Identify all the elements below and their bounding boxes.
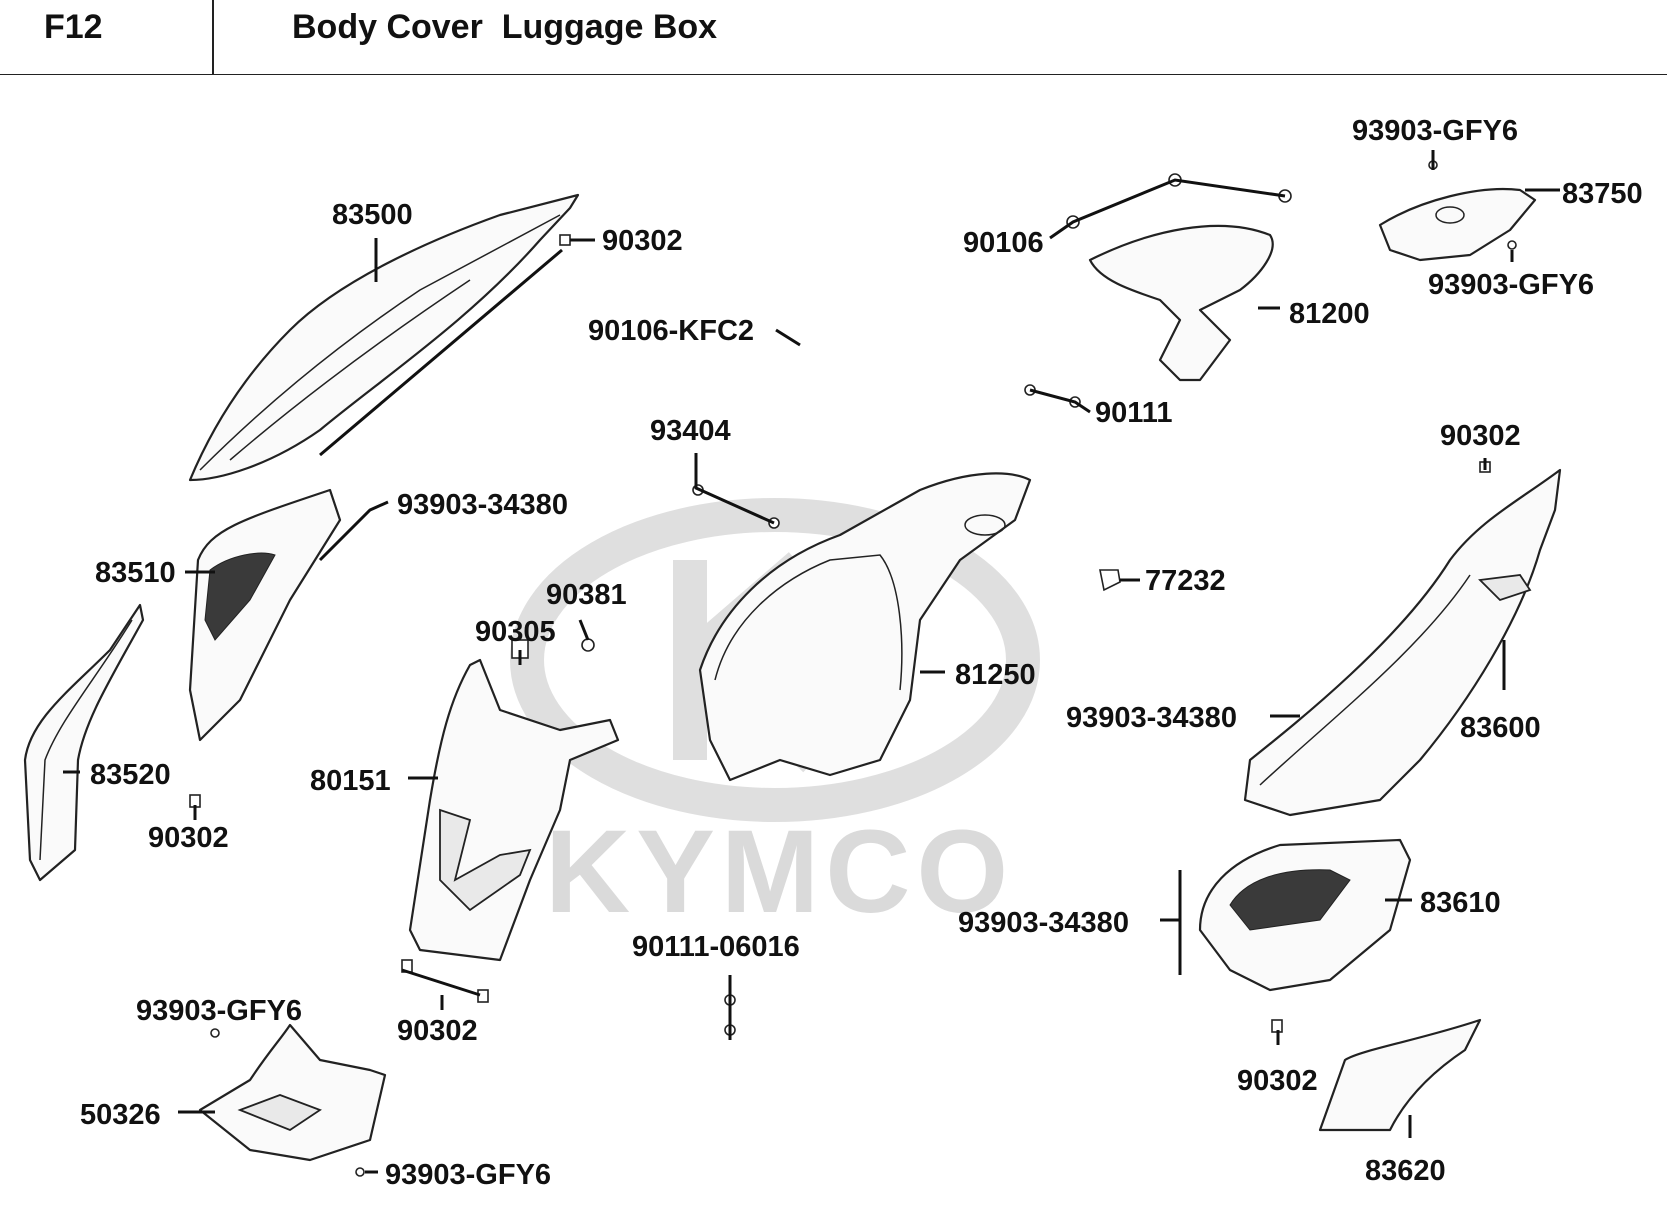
part-81200-carrier <box>1088 224 1274 382</box>
label-93903-gfy6-d: 93903-GFY6 <box>1428 269 1594 301</box>
label-90302-b: 90302 <box>148 822 229 854</box>
label-81200: 81200 <box>1289 298 1370 330</box>
label-81250: 81250 <box>955 659 1036 691</box>
page-title: Body Cover Luggage Box <box>292 8 718 46</box>
label-90381: 90381 <box>546 579 627 611</box>
label-50326: 50326 <box>80 1099 161 1131</box>
kymco-watermark: KYMCO <box>510 498 1040 938</box>
part-50326-cover <box>198 1023 387 1162</box>
header-divider <box>212 0 214 74</box>
leader-lines <box>63 150 1560 1174</box>
label-83750: 83750 <box>1562 178 1643 210</box>
label-90302-d: 90302 <box>1440 420 1521 452</box>
label-90111: 90111 <box>1095 397 1172 429</box>
hardware-fasteners <box>189 160 1517 1177</box>
label-90302-a: 90302 <box>602 225 683 257</box>
label-93903-gfy6-c: 93903-GFY6 <box>1352 115 1518 147</box>
label-83610: 83610 <box>1420 887 1501 919</box>
part-83620-strip <box>1318 1018 1482 1132</box>
label-93903-34380-c: 93903-34380 <box>958 907 1129 939</box>
label-90302-e: 90302 <box>1237 1065 1318 1097</box>
label-80151: 80151 <box>310 765 391 797</box>
label-93903-34380-a: 93903-34380 <box>397 489 568 521</box>
page-header: F12 Body Cover Luggage Box <box>0 0 1667 75</box>
part-83520-strip <box>23 603 145 882</box>
label-83600: 83600 <box>1460 712 1541 744</box>
part-83610-panel <box>1198 838 1412 992</box>
label-83620: 83620 <box>1365 1155 1446 1187</box>
part-83750-cover <box>1378 187 1537 262</box>
label-90111-06016: 90111-06016 <box>632 931 800 963</box>
figure-code: F12 <box>44 8 103 46</box>
label-93903-34380-b: 93903-34380 <box>1066 702 1237 734</box>
label-83520: 83520 <box>90 759 171 791</box>
part-83600-side-cover <box>1243 468 1562 817</box>
label-77232: 77232 <box>1145 565 1226 597</box>
watermark-text: KYMCO <box>545 806 1014 938</box>
label-93404: 93404 <box>650 415 731 447</box>
label-90305: 90305 <box>475 616 556 648</box>
label-90106-kfc2: 90106-KFC2 <box>588 315 754 347</box>
label-83500: 83500 <box>332 199 413 231</box>
label-83510: 83510 <box>95 557 176 589</box>
label-90106: 90106 <box>963 227 1044 259</box>
label-90302-c: 90302 <box>397 1015 478 1047</box>
part-80151-legshield <box>408 658 620 962</box>
label-93903-gfy6-b: 93903-GFY6 <box>385 1159 551 1191</box>
part-83500-cover <box>188 193 580 482</box>
label-93903-gfy6-a: 93903-GFY6 <box>136 995 302 1027</box>
part-83510-panel <box>188 488 342 742</box>
part-81250-luggage-box <box>698 472 1032 782</box>
part-labels: 83500 90302 90106-KFC2 93903-34380 83510… <box>80 115 1643 1191</box>
